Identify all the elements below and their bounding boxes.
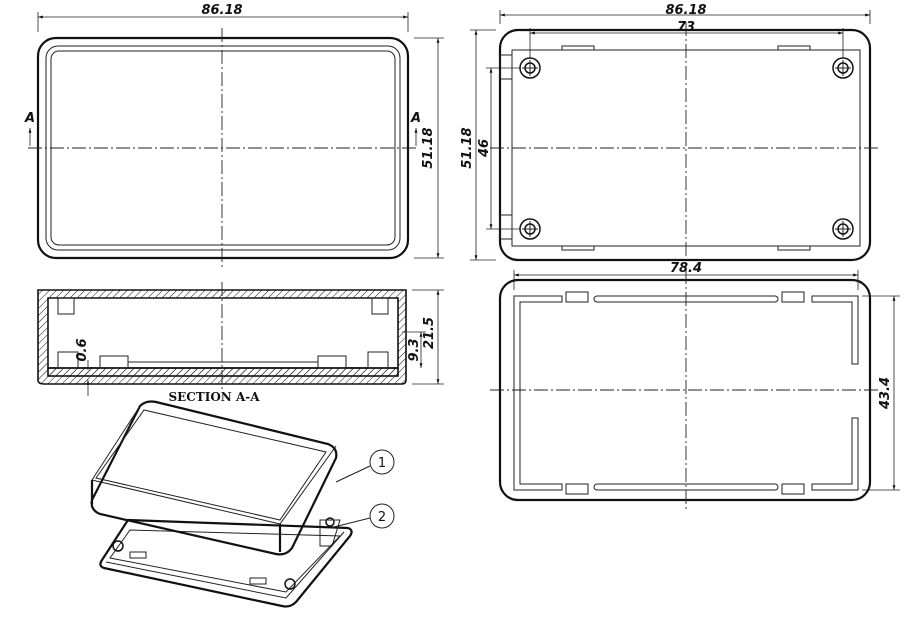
- section-marker-left: A: [24, 111, 35, 126]
- callout-1: 1: [378, 456, 386, 471]
- screw-boss-br: [832, 218, 854, 240]
- screw-boss-tr: [832, 57, 854, 79]
- callout-2: 2: [378, 510, 386, 525]
- section-inner-dim: 9.3: [407, 338, 422, 361]
- top-height-dim: 51.18: [421, 127, 436, 168]
- top-view: 86.18 51.18 A A: [24, 3, 444, 268]
- section-title: SECTION A-A: [168, 390, 260, 404]
- lid-width-dim: 78.4: [670, 261, 702, 276]
- bottom-width-dim: 86.18: [665, 3, 706, 18]
- screw-boss-tl: [519, 57, 541, 79]
- lid-height-dim: 43.4: [878, 377, 893, 410]
- bottom-view: 86.18 73 51.18 46: [460, 3, 880, 270]
- isometric-view: 1 2: [90, 400, 395, 608]
- screw-vertical-dim: 46: [477, 139, 492, 158]
- section-wall-dim: 0.6: [75, 338, 90, 361]
- section-marker-right: A: [410, 111, 421, 126]
- bottom-height-dim: 51.18: [460, 127, 475, 168]
- screw-boss-bl: [519, 218, 541, 240]
- lid-view: 78.4 43.4: [490, 261, 900, 510]
- section-height-dim: 21.5: [422, 317, 437, 349]
- top-width-dim: 86.18: [201, 3, 242, 18]
- section-view: 21.5 9.3 0.6 SECTION A-A: [37, 282, 444, 404]
- screw-spacing-dim: 73: [677, 20, 695, 35]
